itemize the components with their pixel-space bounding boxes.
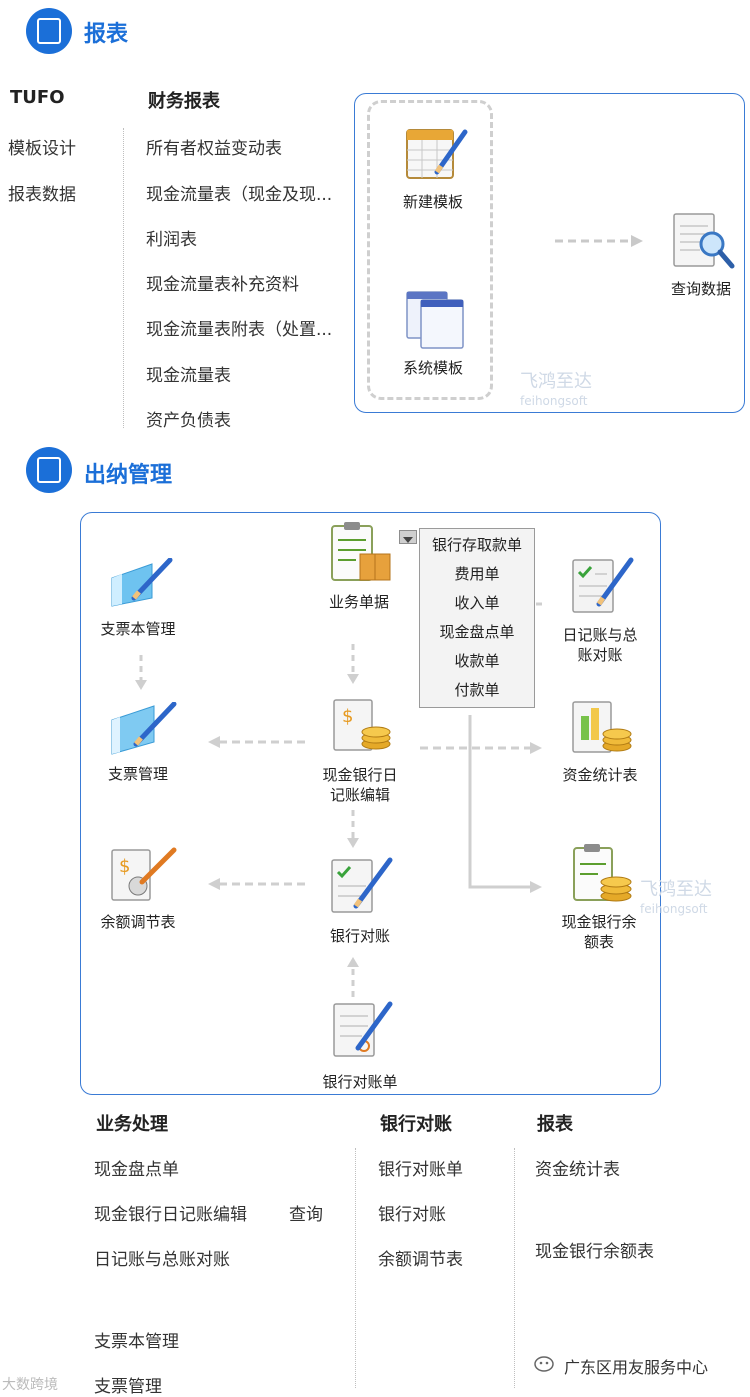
fund-statistics-icon[interactable] [569,698,637,760]
menu-item-cheque-book[interactable]: 支票本管理 [94,1332,179,1352]
menu-item-profit[interactable]: 利润表 [146,230,197,250]
report-section-title: 报表 [84,22,129,47]
balance-adjust-label[interactable]: 余额调节表 [100,913,176,931]
dropdown-item-bank-deposit[interactable]: 银行存取款单 [431,536,522,554]
menu-item-cashflow-cash[interactable]: 现金流量表（现金及现... [146,185,333,205]
svg-text:$: $ [119,856,130,877]
journal-reconcile-label[interactable]: 日记账与总 账对账 [562,626,638,664]
menu-item-cash-count[interactable]: 现金盘点单 [94,1160,179,1180]
cheque-management-icon[interactable] [108,702,180,756]
watermark-en-2: feihongsoft [640,902,708,916]
column-divider [123,128,124,428]
cashier-section-title: 出纳管理 [84,463,173,488]
dropdown-item-cash-count[interactable]: 现金盘点单 [439,623,515,641]
svg-text:$: $ [342,706,353,727]
query-data-label[interactable]: 查询数据 [670,280,731,298]
dropdown-item-payment[interactable]: 付款单 [454,681,500,699]
menu-item-balance-adjust[interactable]: 余额调节表 [378,1250,463,1270]
cheque-book-label[interactable]: 支票本管理 [100,620,176,638]
document-dropdown-menu: 银行存取款单 费用单 收入单 现金盘点单 收款单 付款单 [419,528,535,708]
fund-statistics-label[interactable]: 资金统计表 [562,766,638,784]
wechat-icon [534,1356,554,1372]
menu-item-cashflow-appendix[interactable]: 现金流量表附表（处置... [146,320,333,340]
cheque-book-icon[interactable] [108,558,178,610]
template-group-box [367,100,493,400]
flow-arrow [555,235,643,247]
cashier-section-icon [26,447,72,493]
dropdown-item-receipt[interactable]: 收款单 [454,652,500,670]
column-divider [514,1148,515,1388]
report-heading: 报表 [537,1114,573,1135]
menu-item-cashflow-supplement[interactable]: 现金流量表补充资料 [146,275,299,295]
menu-item-bank-recon[interactable]: 银行对账 [378,1205,446,1225]
menu-item-cheque-mgmt[interactable]: 支票管理 [94,1377,162,1397]
financial-reports-heading: 财务报表 [148,91,220,112]
query-data-icon[interactable] [668,210,738,274]
bank-reconcile-label[interactable]: 银行对账 [329,927,390,945]
menu-item-cashflow[interactable]: 现金流量表 [146,366,231,386]
chevron-down-icon [403,537,413,543]
menu-item-template-design[interactable]: 模板设计 [8,139,76,159]
bank-statement-icon[interactable] [330,1000,396,1064]
cashier-flow-lines [135,602,542,997]
column-divider [355,1148,356,1388]
menu-item-report-data[interactable]: 报表数据 [8,185,76,205]
cash-bank-balance-icon[interactable] [568,842,638,908]
business-docs-label[interactable]: 业务单据 [328,593,389,611]
bank-recon-heading: 银行对账 [380,1114,452,1135]
report-section-icon [26,8,72,54]
cash-bank-journal-label[interactable]: 现金银行日 记账编辑 [322,766,398,804]
menu-item-equity-change[interactable]: 所有者权益变动表 [146,139,282,159]
dropdown-item-expense[interactable]: 费用单 [454,565,500,583]
menu-item-fund-stats[interactable]: 资金统计表 [535,1160,620,1180]
dropdown-toggle-button[interactable] [399,530,417,544]
bank-statement-label[interactable]: 银行对账单 [322,1073,398,1091]
bank-reconcile-icon[interactable] [328,856,396,918]
menu-item-balance-sheet[interactable]: 资产负债表 [146,411,231,431]
new-template-label[interactable]: 新建模板 [402,193,463,211]
system-template-label[interactable]: 系统模板 [402,359,463,377]
cheque-management-label[interactable]: 支票管理 [107,765,168,783]
dropdown-item-income[interactable]: 收入单 [454,594,500,612]
menu-item-cash-bank-journal[interactable]: 现金银行日记账编辑 [94,1205,247,1225]
journal-reconcile-icon[interactable] [569,554,637,618]
cash-bank-balance-label[interactable]: 现金银行余 额表 [561,913,637,951]
left-watermark-logo: 大数跨境 [2,1377,58,1393]
menu-item-query[interactable]: 查询 [289,1205,323,1225]
balance-adjust-icon[interactable]: $ [108,846,180,906]
business-heading: 业务处理 [96,1114,168,1135]
watermark-en: feihongsoft [520,394,588,408]
menu-item-cash-bank-balance[interactable]: 现金银行余额表 [535,1242,654,1262]
watermark-cn: 飞鸿至达 [520,371,592,392]
watermark-cn-2: 飞鸿至达 [640,879,712,900]
menu-item-bank-statement[interactable]: 银行对账单 [378,1160,463,1180]
footer-account-name: 广东区用友服务中心 [564,1358,709,1377]
menu-item-journal-reconcile[interactable]: 日记账与总账对账 [94,1250,230,1270]
cashier-diagram-panel [80,512,661,1095]
system-template-icon[interactable] [403,288,469,350]
new-template-icon[interactable] [403,124,469,184]
tufo-heading: TUFO [10,87,65,108]
business-docs-icon[interactable] [326,520,396,584]
cash-bank-journal-icon[interactable]: $ [330,696,396,760]
